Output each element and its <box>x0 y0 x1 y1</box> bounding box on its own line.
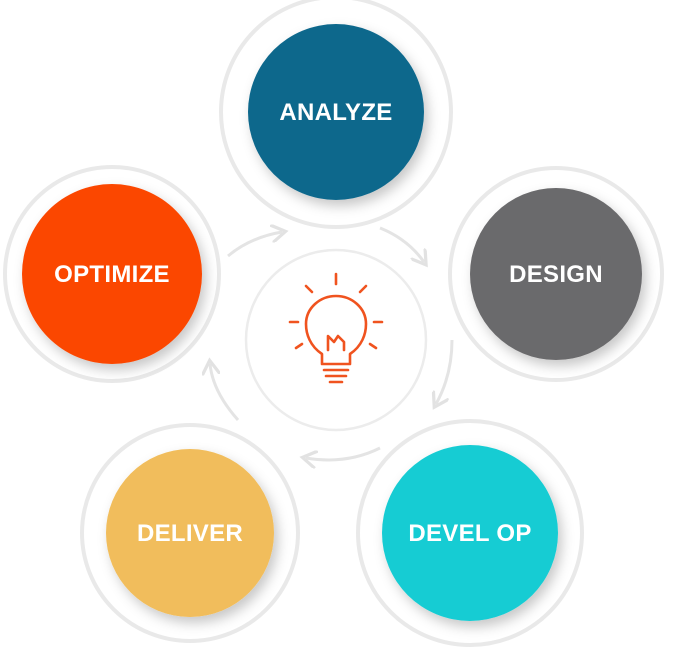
node-label-develop: DEVEL OP <box>408 520 531 547</box>
node-optimize: OPTIMIZE <box>22 184 202 364</box>
node-circle-develop <box>382 445 558 621</box>
node-label-analyze: ANALYZE <box>279 99 392 126</box>
node-circle-optimize <box>22 184 202 364</box>
ring-deliver <box>80 423 300 643</box>
ring-develop <box>356 419 584 647</box>
arrow-optimize-to-analyze <box>227 232 282 258</box>
node-label-deliver: DELIVER <box>137 520 243 547</box>
lightbulb-icon <box>288 272 384 384</box>
arrow-design-to-develop <box>436 339 454 404</box>
node-label-optimize: OPTIMIZE <box>54 261 170 288</box>
flow-arrows <box>210 226 454 460</box>
node-design: DESIGN <box>470 188 642 360</box>
node-circle-deliver <box>106 449 274 617</box>
ring-design <box>448 166 664 382</box>
arrow-deliver-to-optimize <box>210 364 240 421</box>
node-develop: DEVEL OP <box>382 445 558 621</box>
node-circle-design <box>470 188 642 360</box>
ring-analyze <box>219 0 453 229</box>
node-circle-analyze <box>248 24 424 200</box>
center-hub <box>244 248 428 432</box>
node-label-design: DESIGN <box>509 261 603 288</box>
arrow-analyze-to-design <box>379 226 424 262</box>
node-deliver: DELIVER <box>106 449 274 617</box>
node-analyze: ANALYZE <box>248 24 424 200</box>
ring-optimize <box>3 165 221 383</box>
outer-rings <box>3 0 664 647</box>
arrow-develop-to-deliver <box>306 446 381 460</box>
nodes-layer: ANALYZE DESIGN DEVEL OP DELIVER OPTIMIZE <box>22 24 642 621</box>
